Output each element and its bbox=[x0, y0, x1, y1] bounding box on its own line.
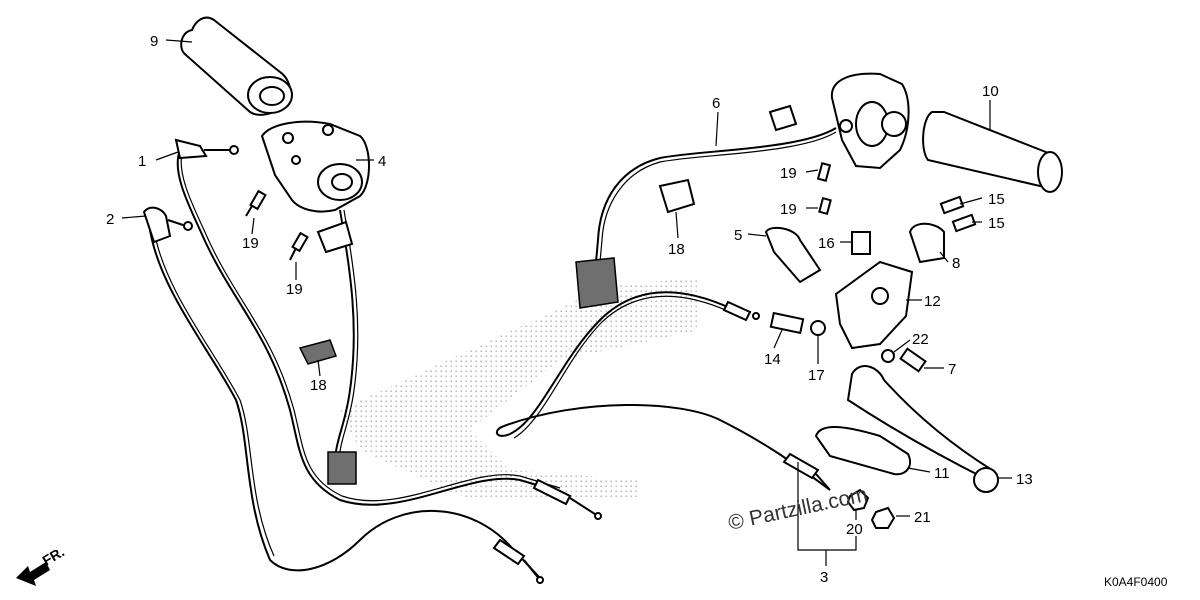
callout-8: 8 bbox=[952, 255, 960, 272]
screw-19-left-b bbox=[289, 231, 309, 261]
callout-7: 7 bbox=[948, 361, 956, 378]
right-harness-connector bbox=[575, 257, 619, 309]
callout-15-a: 15 bbox=[988, 191, 1005, 208]
bolt-15-b bbox=[951, 213, 977, 233]
screw-19-right-a bbox=[816, 162, 832, 182]
callout-labels: 9 1 4 2 19 19 18 6 10 19 19 18 5 15 15 1… bbox=[106, 33, 1033, 586]
callout-22: 22 bbox=[912, 331, 929, 348]
callout-4: 4 bbox=[378, 153, 386, 170]
callout-19-a: 19 bbox=[242, 235, 259, 252]
callout-10: 10 bbox=[982, 83, 999, 100]
callout-13: 13 bbox=[1016, 471, 1033, 488]
front-direction-arrow: FR. bbox=[16, 543, 67, 586]
bushing-22 bbox=[881, 349, 895, 363]
left-harness-connector bbox=[327, 451, 357, 485]
callout-19-b: 19 bbox=[286, 281, 303, 298]
cable-1 bbox=[176, 149, 561, 506]
lever-13 bbox=[846, 365, 994, 482]
callout-20: 20 bbox=[846, 521, 863, 538]
left-harness-clip bbox=[316, 220, 354, 254]
diagram-code: K0A4F0400 bbox=[1104, 575, 1168, 589]
left-grip-9 bbox=[180, 16, 293, 116]
callout-11: 11 bbox=[934, 465, 950, 482]
callout-12: 12 bbox=[924, 293, 941, 310]
callout-21: 21 bbox=[914, 509, 931, 526]
adjuster-bolt-14 bbox=[769, 311, 805, 335]
callout-18-a: 18 bbox=[310, 377, 327, 394]
cable-1-end bbox=[532, 478, 572, 506]
throttle-grip-10 bbox=[922, 111, 1063, 193]
bolt-15-a bbox=[939, 195, 965, 215]
dust-cover-5 bbox=[764, 226, 822, 284]
left-switch-harness bbox=[334, 209, 355, 469]
lever-bracket-12 bbox=[834, 260, 914, 350]
callout-9: 9 bbox=[150, 33, 158, 50]
callout-18-b: 18 bbox=[668, 241, 685, 258]
adjuster-16 bbox=[851, 231, 871, 255]
cable-2 bbox=[149, 229, 541, 579]
right-switch-housing bbox=[830, 72, 910, 170]
callout-16: 16 bbox=[818, 235, 835, 252]
callout-2: 2 bbox=[106, 211, 114, 228]
pivot-bolt-7 bbox=[899, 347, 927, 373]
callout-3: 3 bbox=[820, 569, 828, 586]
nut-21 bbox=[870, 506, 896, 529]
throttle-cable-a bbox=[495, 291, 731, 437]
callout-19-d: 19 bbox=[780, 201, 797, 218]
holder-8 bbox=[908, 222, 945, 264]
nut-20 bbox=[846, 488, 870, 512]
lever-cover-11 bbox=[814, 426, 912, 476]
callout-19-c: 19 bbox=[780, 165, 797, 182]
lock-nut-17 bbox=[810, 320, 826, 336]
wire-clamp-18-left bbox=[298, 339, 337, 365]
callout-15-b: 15 bbox=[988, 215, 1005, 232]
left-switch-housing-4 bbox=[260, 120, 370, 213]
callout-17: 17 bbox=[808, 367, 825, 384]
callout-14: 14 bbox=[764, 351, 781, 368]
screw-19-left-a bbox=[245, 189, 267, 217]
callout-5: 5 bbox=[734, 227, 742, 244]
wire-clamp-18-right bbox=[658, 178, 696, 214]
right-harness-6 bbox=[595, 127, 837, 263]
handlebar-shadow bbox=[340, 278, 700, 500]
screw-19-right-b bbox=[818, 196, 832, 216]
callout-6: 6 bbox=[712, 95, 720, 112]
leader-lines bbox=[121, 39, 1012, 566]
callout-1: 1 bbox=[138, 153, 146, 170]
